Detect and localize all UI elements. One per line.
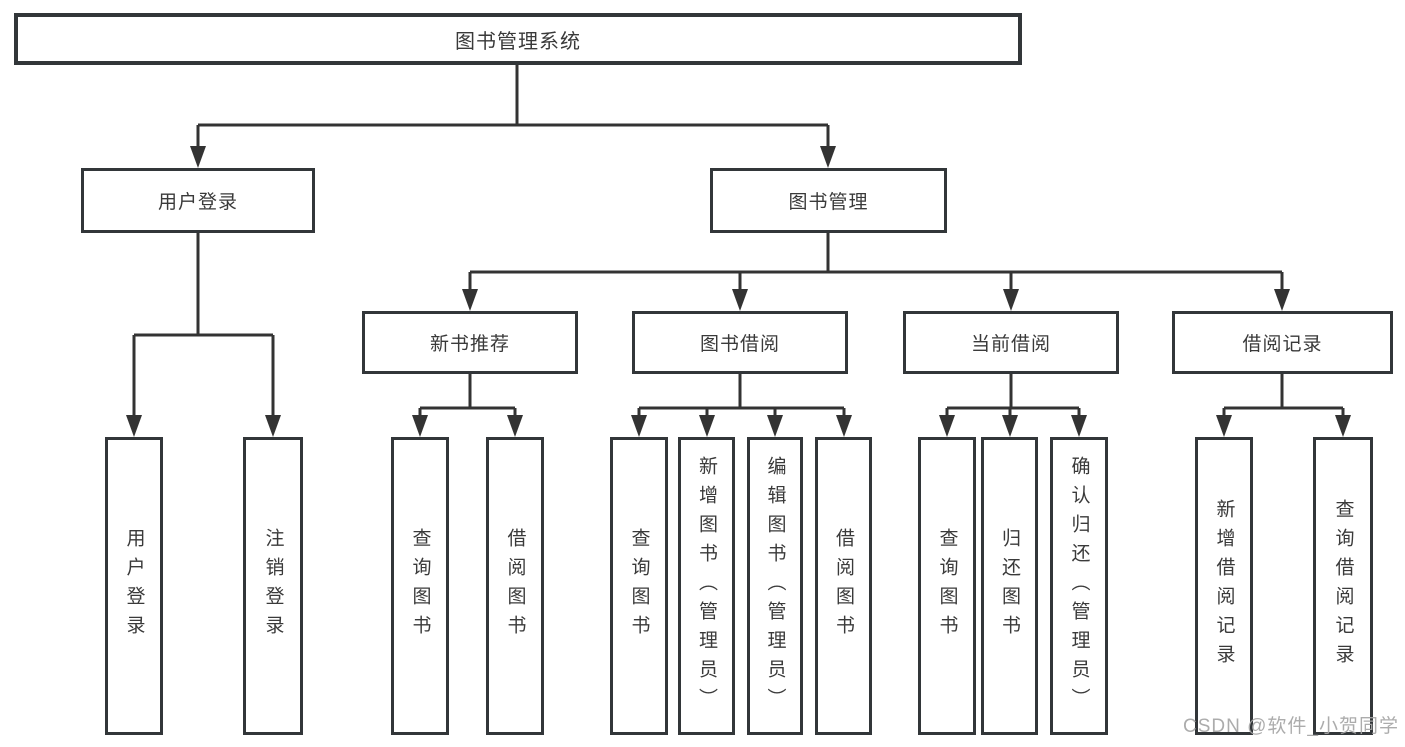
leaf-borrow-books-1: 借阅图书 <box>486 437 544 735</box>
node-current-borrow: 当前借阅 <box>903 311 1119 374</box>
node-user-login: 用户登录 <box>81 168 315 233</box>
leaf-logout: 注销登录 <box>243 437 303 735</box>
node-borrow-record: 借阅记录 <box>1172 311 1393 374</box>
leaf-user-login: 用户登录 <box>105 437 163 735</box>
leaf-query-books-1: 查询图书 <box>391 437 449 735</box>
node-book-borrow: 图书借阅 <box>632 311 848 374</box>
leaf-add-borrow-record: 新增借阅记录 <box>1195 437 1253 735</box>
leaf-query-books-3: 查询图书 <box>918 437 976 735</box>
leaf-return-book: 归还图书 <box>981 437 1038 735</box>
node-root-system: 图书管理系统 <box>14 13 1022 65</box>
node-book-management: 图书管理 <box>710 168 947 233</box>
leaf-query-borrow-record: 查询借阅记录 <box>1313 437 1373 735</box>
arrowheads <box>126 146 1351 437</box>
csdn-watermark: CSDN @软件_小贺同学 <box>1183 716 1399 737</box>
leaf-query-books-2: 查询图书 <box>610 437 668 735</box>
leaf-confirm-return-admin: 确认归还（管理员） <box>1050 437 1108 735</box>
leaf-add-book-admin: 新增图书（管理员） <box>678 437 735 735</box>
node-new-book-recommend: 新书推荐 <box>362 311 578 374</box>
leaf-edit-book-admin: 编辑图书（管理员） <box>747 437 803 735</box>
leaf-borrow-books-2: 借阅图书 <box>815 437 872 735</box>
